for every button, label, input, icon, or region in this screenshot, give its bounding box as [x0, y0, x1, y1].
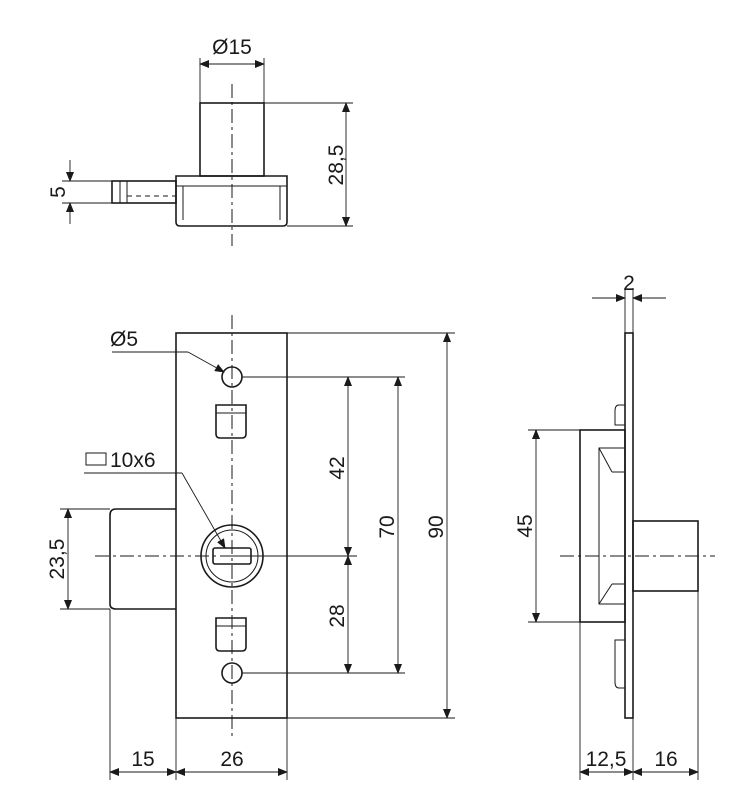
dim-body-depth: 12,5	[586, 748, 627, 771]
side-plate	[624, 332, 634, 719]
dim-plate-thickness: 2	[623, 272, 635, 295]
dim-center-to-hole: 28	[326, 604, 349, 627]
dim-top-bolt: 5	[47, 186, 70, 198]
dim-top-diameter: Ø15	[212, 36, 252, 59]
side-body	[579, 429, 626, 623]
dim-top-height: 28,5	[325, 145, 348, 186]
dim-hole-diameter: Ø5	[110, 328, 138, 351]
upper-stud	[215, 404, 247, 439]
front-bolt	[109, 508, 176, 610]
side-view: 2 45 12,5 16	[514, 272, 715, 780]
dim-plate-width: 26	[220, 748, 243, 771]
lower-stud	[215, 617, 247, 652]
dim-slot-size: 10x6	[110, 449, 156, 472]
top-view: Ø15 28,5 5	[47, 36, 353, 246]
dim-hole-spacing: 70	[376, 515, 399, 538]
dim-knob-length: 16	[654, 748, 677, 771]
dim-bolt-projection: 15	[131, 748, 154, 771]
dim-bolt-height: 23,5	[46, 539, 69, 580]
dim-body-height: 45	[514, 514, 537, 537]
top-bolt	[111, 180, 177, 204]
slot-symbol	[85, 452, 107, 466]
front-view: Ø5 10x6 23,5 42 28 70 90 15 26	[46, 315, 455, 780]
top-body	[175, 175, 288, 227]
dim-plate-height: 90	[425, 515, 448, 538]
dim-hole-to-center: 42	[326, 456, 349, 479]
